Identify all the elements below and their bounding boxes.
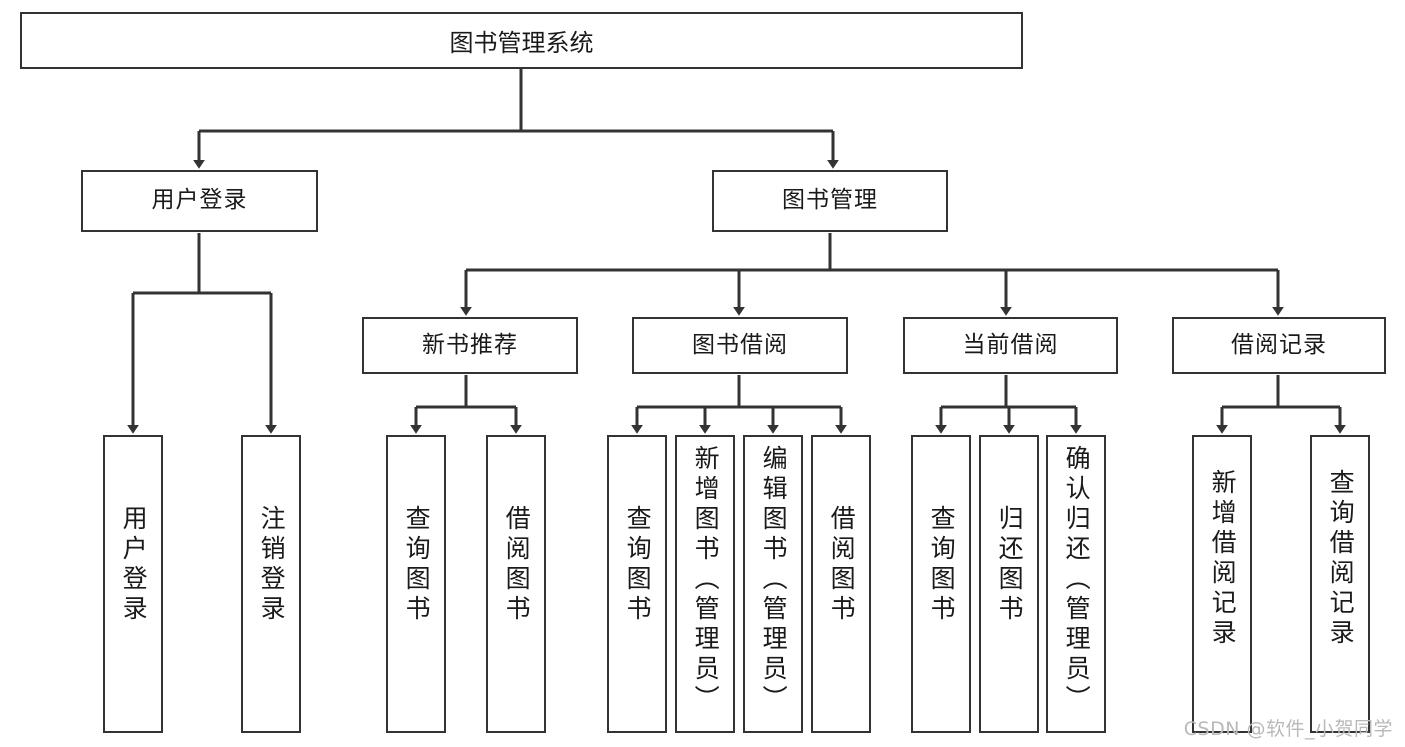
node-leaf-borrow-book-2[interactable]: 借阅图书 (811, 435, 871, 733)
node-root-system-label: 图书管理系统 (449, 29, 594, 57)
node-leaf-query-book-3-label: 查询图书 (927, 505, 957, 625)
node-book-borrow[interactable]: 图书借阅 (632, 317, 848, 374)
node-leaf-edit-book-admin[interactable]: 编辑图书（管理员） (743, 435, 803, 733)
node-new-book-recommend[interactable]: 新书推荐 (362, 317, 578, 374)
node-current-borrow[interactable]: 当前借阅 (903, 317, 1118, 374)
node-leaf-borrow-book-2-label: 借阅图书 (827, 505, 857, 625)
node-new-book-recommend-label: 新书推荐 (422, 331, 518, 358)
node-book-manage[interactable]: 图书管理 (712, 170, 948, 232)
node-leaf-logout-login[interactable]: 注销登录 (241, 435, 301, 733)
node-book-borrow-label: 图书借阅 (692, 331, 788, 358)
node-root-system[interactable]: 图书管理系统 (20, 12, 1023, 69)
node-leaf-query-book-1[interactable]: 查询图书 (386, 435, 446, 733)
node-leaf-logout-login-label: 注销登录 (257, 505, 287, 625)
node-leaf-confirm-return-admin-label: 确认归还（管理员） (1062, 445, 1092, 715)
node-leaf-query-borrow-record-label: 查询借阅记录 (1326, 469, 1356, 649)
node-leaf-query-book-1-label: 查询图书 (402, 505, 432, 625)
node-user-login-label: 用户登录 (151, 187, 248, 214)
node-leaf-return-book-label: 归还图书 (995, 505, 1025, 625)
node-leaf-user-login[interactable]: 用户登录 (103, 435, 163, 733)
node-book-manage-label: 图书管理 (782, 187, 878, 214)
node-leaf-add-book-admin[interactable]: 新增图书（管理员） (675, 435, 735, 733)
node-leaf-borrow-book-1[interactable]: 借阅图书 (486, 435, 546, 733)
node-leaf-query-book-2[interactable]: 查询图书 (607, 435, 667, 733)
node-leaf-query-borrow-record[interactable]: 查询借阅记录 (1310, 435, 1370, 733)
node-leaf-edit-book-admin-label: 编辑图书（管理员） (759, 445, 789, 715)
node-leaf-add-borrow-record-label: 新增借阅记录 (1208, 469, 1238, 649)
node-current-borrow-label: 当前借阅 (962, 331, 1059, 358)
node-leaf-confirm-return-admin[interactable]: 确认归还（管理员） (1046, 435, 1106, 733)
node-leaf-user-login-label: 用户登录 (119, 505, 149, 625)
node-leaf-query-book-2-label: 查询图书 (623, 505, 653, 625)
node-borrow-record[interactable]: 借阅记录 (1172, 317, 1386, 374)
watermark-credit: CSDN @软件_小贺同学 (1183, 718, 1393, 740)
node-leaf-add-book-admin-label: 新增图书（管理员） (691, 445, 721, 715)
node-user-login[interactable]: 用户登录 (81, 170, 318, 232)
node-borrow-record-label: 借阅记录 (1231, 331, 1327, 358)
node-leaf-borrow-book-1-label: 借阅图书 (502, 505, 532, 625)
node-leaf-query-book-3[interactable]: 查询图书 (911, 435, 971, 733)
node-leaf-add-borrow-record[interactable]: 新增借阅记录 (1192, 435, 1252, 733)
node-leaf-return-book[interactable]: 归还图书 (979, 435, 1039, 733)
